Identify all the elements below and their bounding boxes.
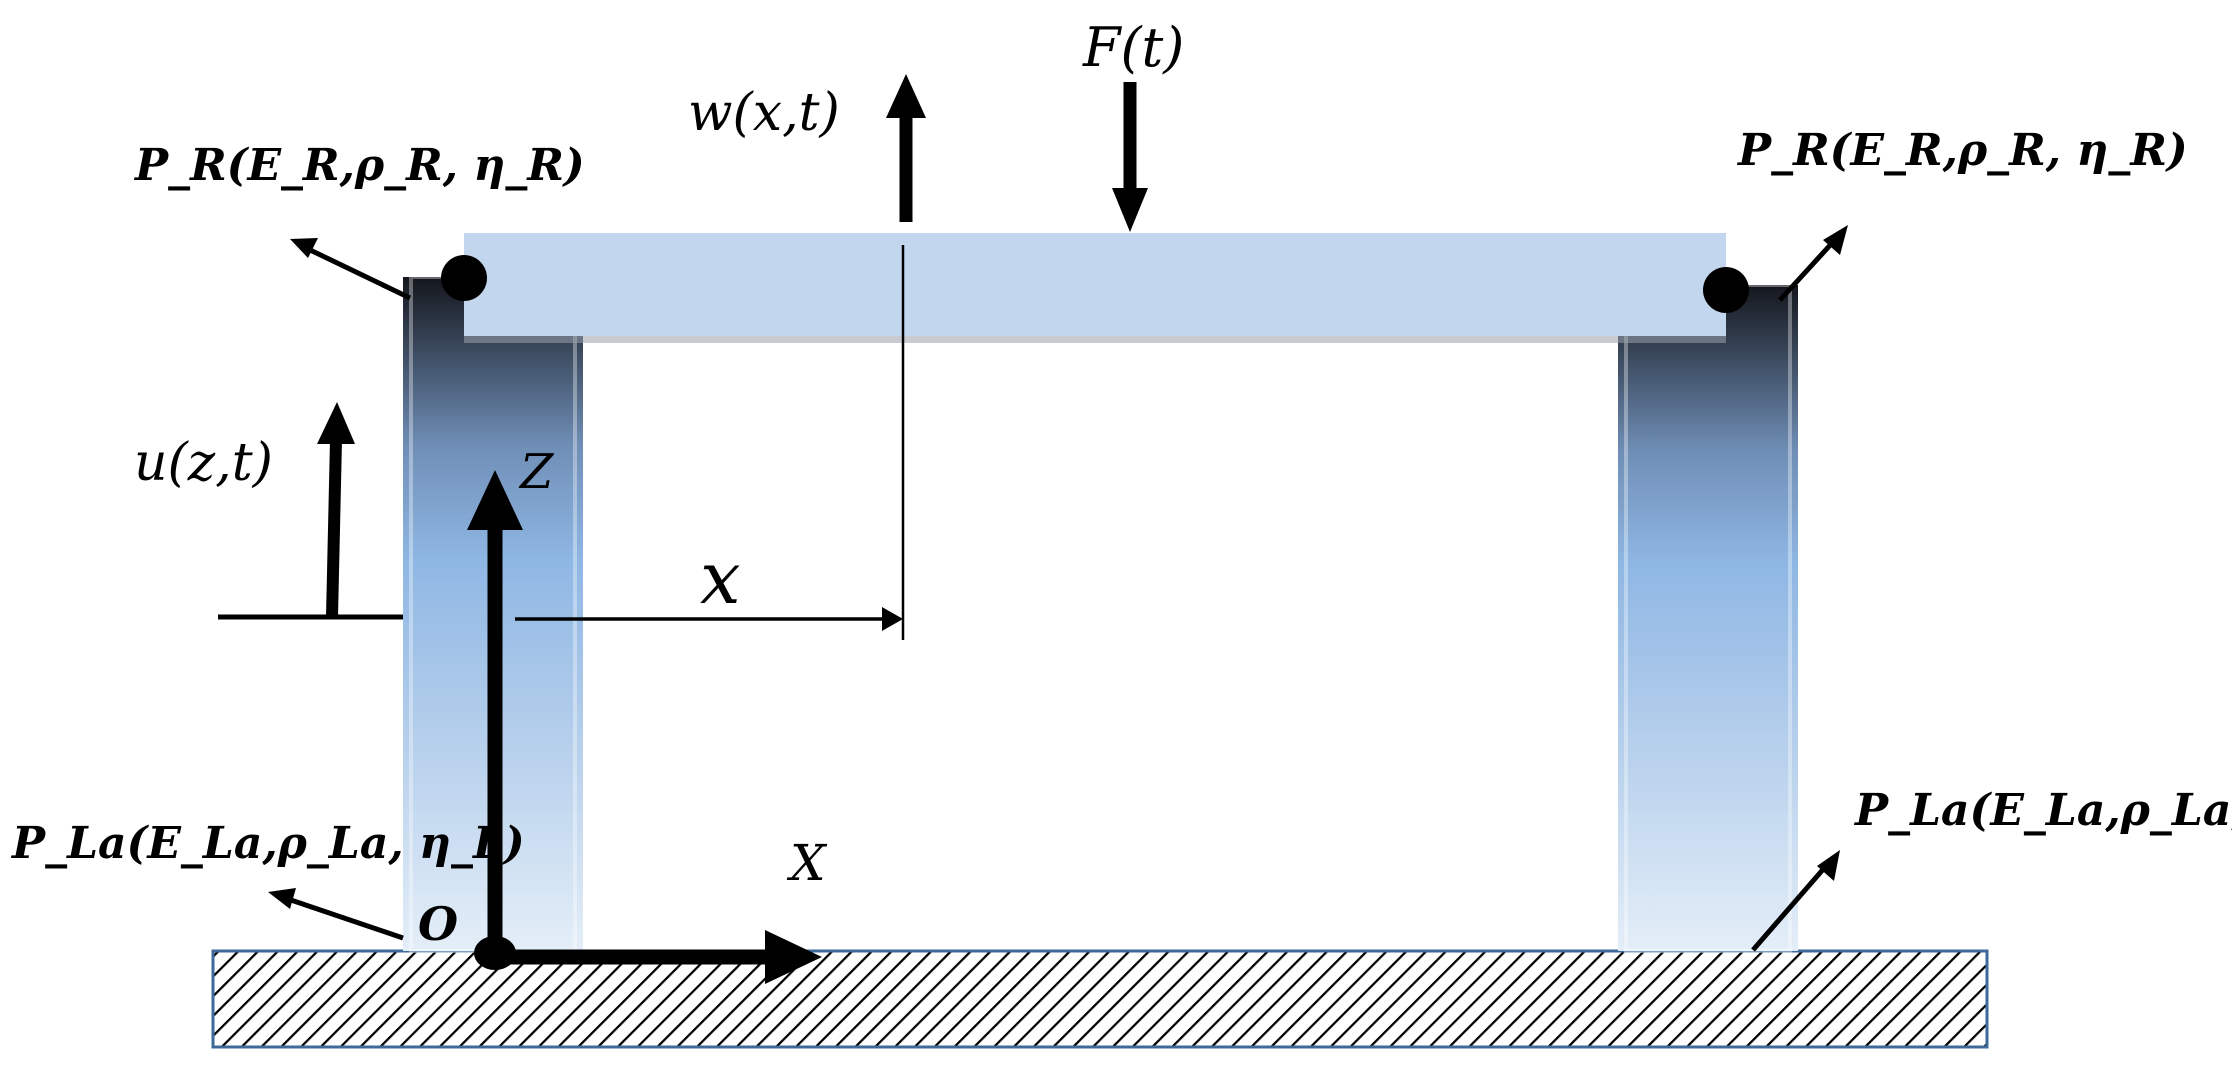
beam-deflection-label: w(x,t) [688, 83, 840, 143]
joint-left-material-label: P_R(E_R,ρ_R, η_R) [133, 140, 585, 191]
joint-right-pointer-head [1823, 225, 1848, 255]
z-axis-head [467, 470, 523, 530]
base-right-pointer [1751, 864, 1828, 952]
ground-base [211, 949, 1989, 1049]
x-distance-label: x [700, 536, 741, 620]
base-right-material-label: P_La(E_La,ρ_La, η_L) [1853, 785, 2232, 836]
x-dimension-arrow-head [882, 607, 903, 631]
u-arrow [326, 439, 342, 618]
z-axis-label: Z [518, 444, 555, 500]
column-displacement-label: u(z,t) [134, 433, 273, 493]
u-arrow-head [317, 402, 355, 444]
base-left-material-label: P_La(E_La,ρ_La, η_L) [10, 818, 525, 869]
joint-left-pointer [304, 245, 412, 301]
beam-shadow [464, 333, 1726, 343]
joint-right-pointer [1778, 240, 1835, 302]
deflection-arrow-head [886, 74, 926, 118]
right-column [1618, 285, 1798, 951]
right-joint [1703, 267, 1749, 313]
base-left-pointer-head [268, 888, 296, 909]
x-axis-label: X [786, 834, 828, 892]
joint-right-material-label: P_R(E_R,ρ_R, η_R) [1736, 125, 2188, 176]
left-joint [441, 255, 487, 301]
force-label: F(t) [1082, 16, 1184, 79]
origin-dot [474, 936, 516, 970]
force-arrow-head [1112, 188, 1148, 232]
base-left-pointer [284, 895, 404, 941]
joint-left-pointer-head [290, 238, 318, 258]
base-right-pointer-head [1817, 850, 1840, 881]
beam [464, 233, 1726, 336]
origin-label: O [418, 897, 458, 951]
x-axis-head [765, 930, 822, 984]
